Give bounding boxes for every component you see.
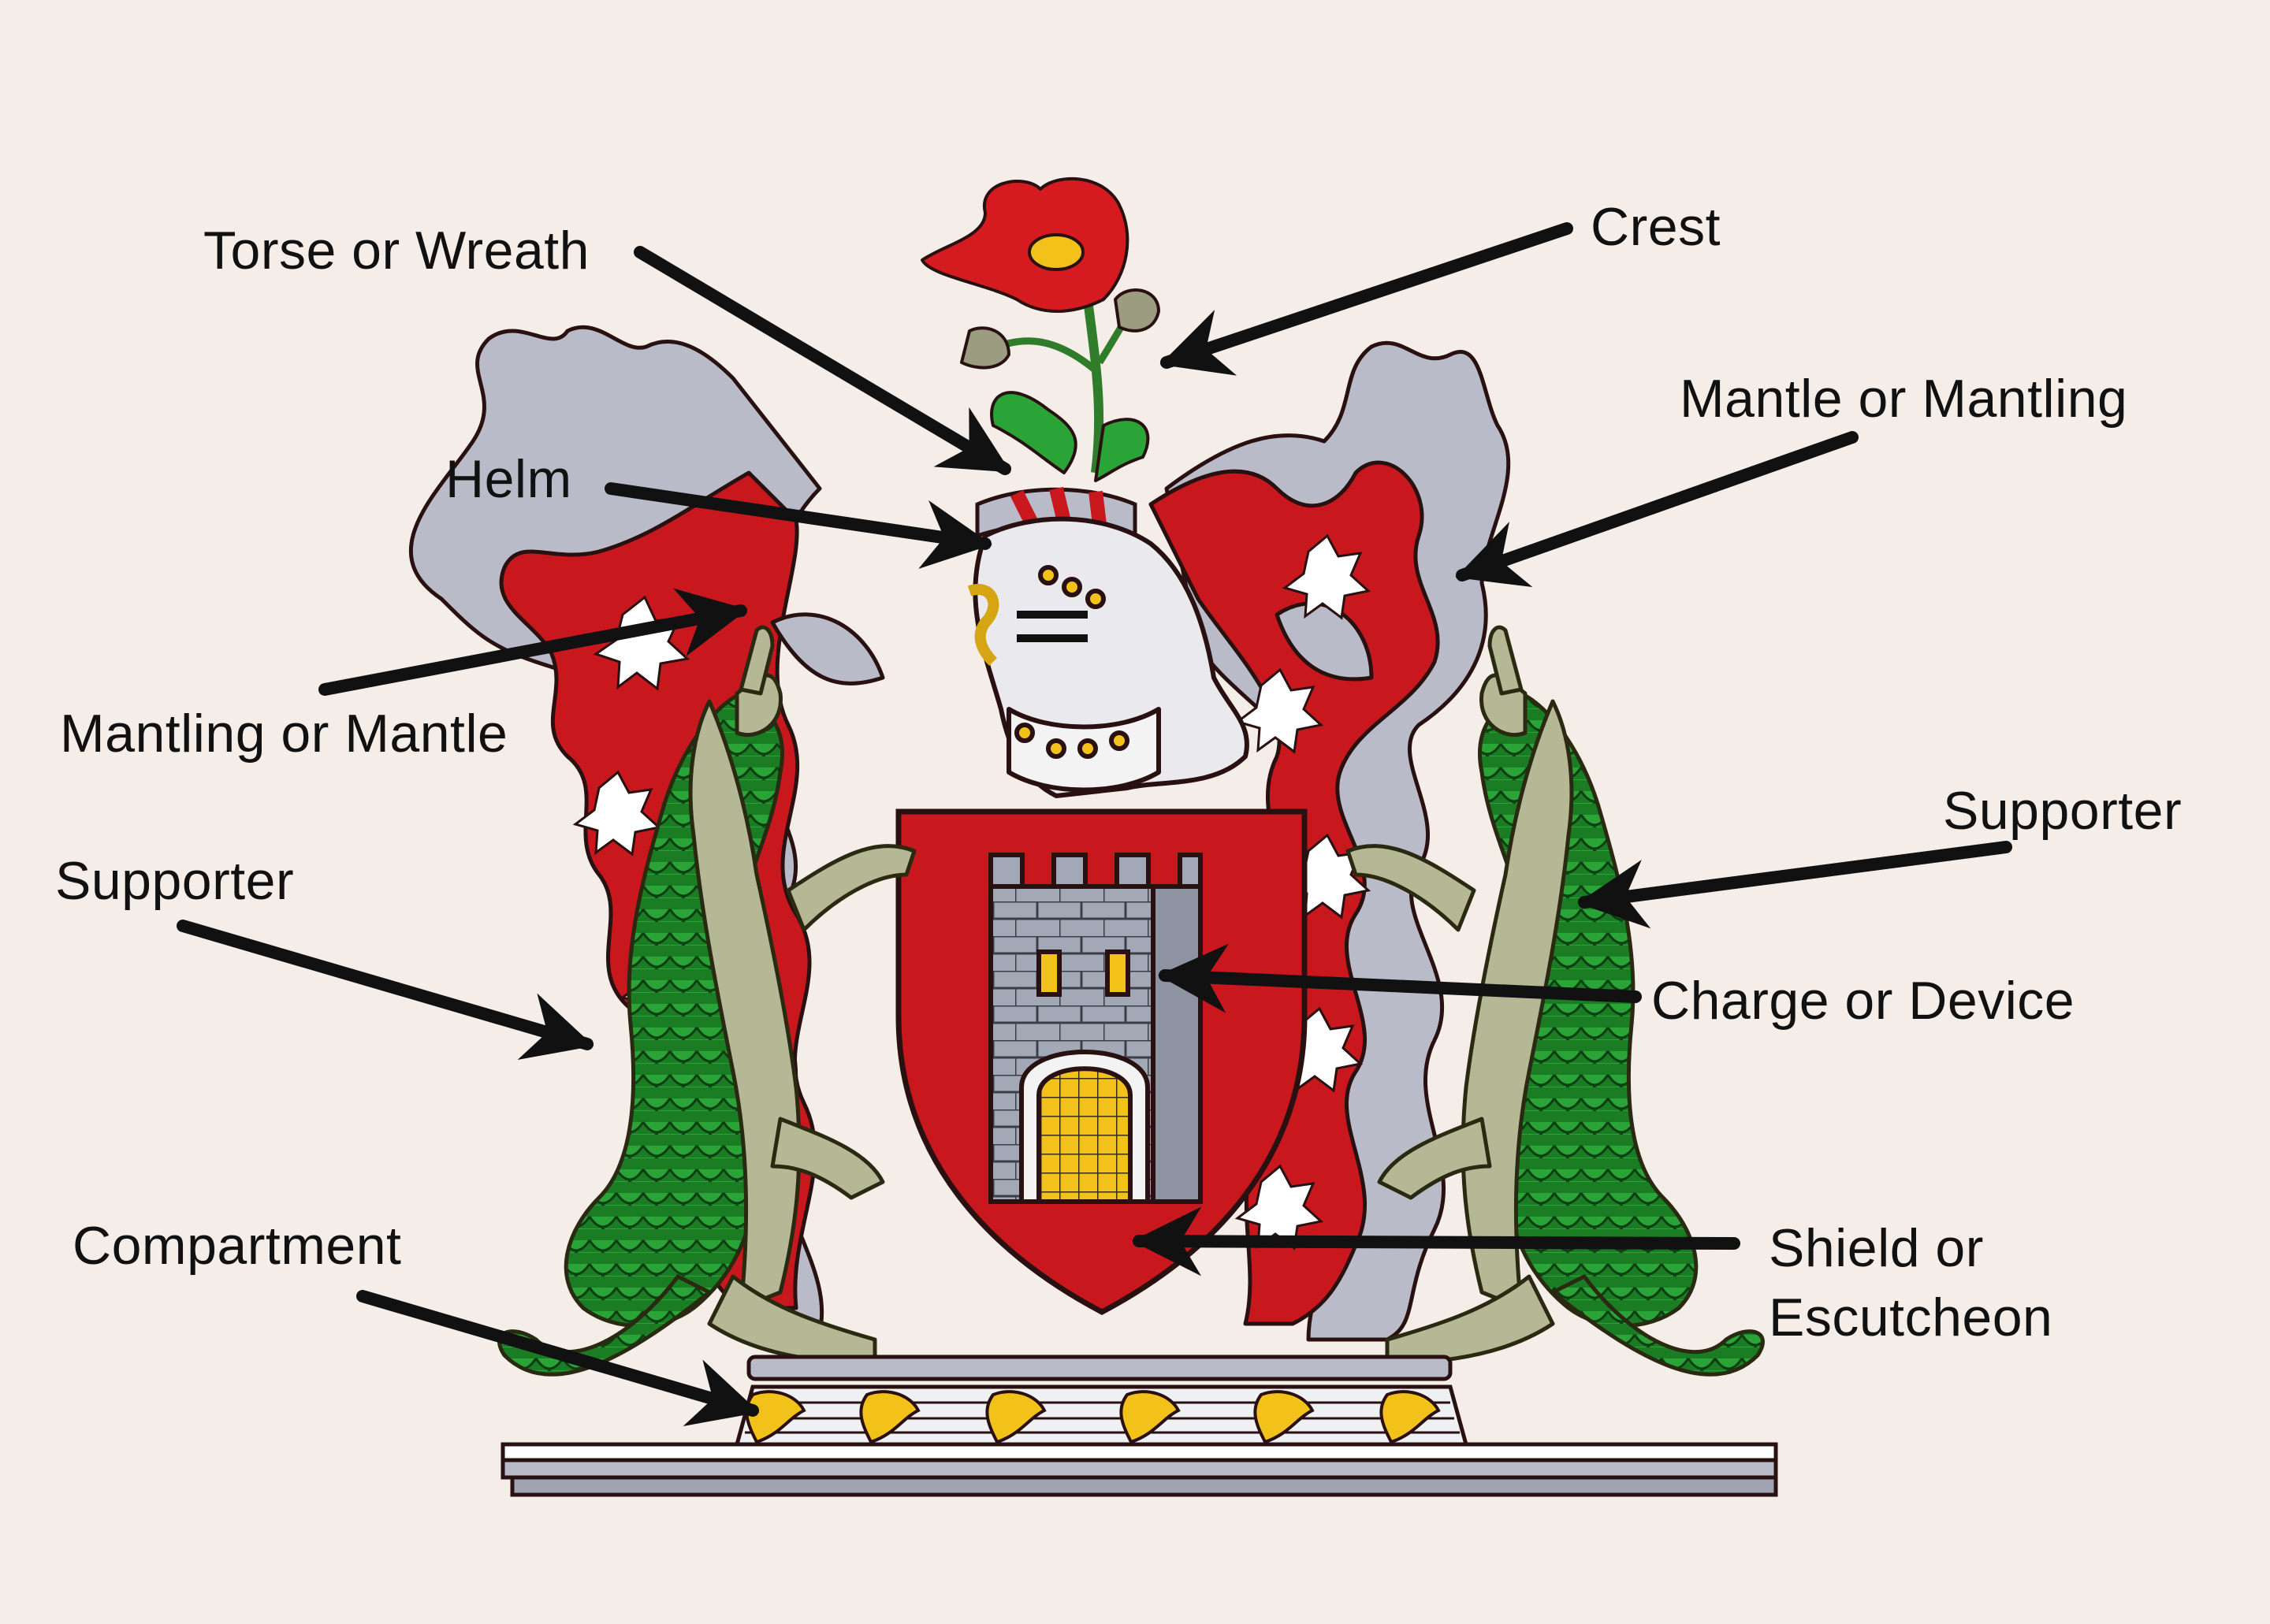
crest-poppy	[921, 177, 1160, 482]
label-torse-or-wreath: Torse or Wreath	[203, 221, 590, 281]
arrow-mantle-right	[1455, 431, 1859, 588]
supporter-left-crocodile	[497, 625, 917, 1377]
label-compartment: Compartment	[73, 1216, 402, 1276]
supporter-right-crocodile	[1345, 625, 1765, 1377]
arrow-supporter-right	[1577, 841, 2012, 929]
tower-charge	[988, 853, 1203, 1204]
arrow-mantling-left	[318, 588, 748, 696]
compartment-gold-leaves	[745, 1390, 1441, 1444]
label-crest: Crest	[1591, 197, 1721, 257]
arrow-helm	[605, 482, 992, 569]
label-mantle-or-mantling: Mantle or Mantling	[1680, 369, 2128, 429]
label-supporter-left: Supporter	[55, 851, 295, 911]
label-charge-or-device: Charge or Device	[1651, 971, 2075, 1031]
arrow-crest	[1159, 222, 1573, 376]
label-helm: Helm	[445, 449, 572, 509]
label-mantling-or-mantle: Mantling or Mantle	[60, 704, 508, 764]
arrow-supporter-left	[177, 920, 594, 1061]
helm	[967, 516, 1249, 798]
label-supporter-right: Supporter	[1943, 781, 2183, 841]
arrow-charge	[1158, 943, 1642, 1013]
arrow-torse	[634, 246, 1011, 475]
arrow-compartment	[356, 1290, 760, 1426]
arrow-shield	[1132, 1206, 1740, 1277]
label-shield-or-escutcheon: Shield or Escutcheon	[1769, 1218, 2053, 1347]
